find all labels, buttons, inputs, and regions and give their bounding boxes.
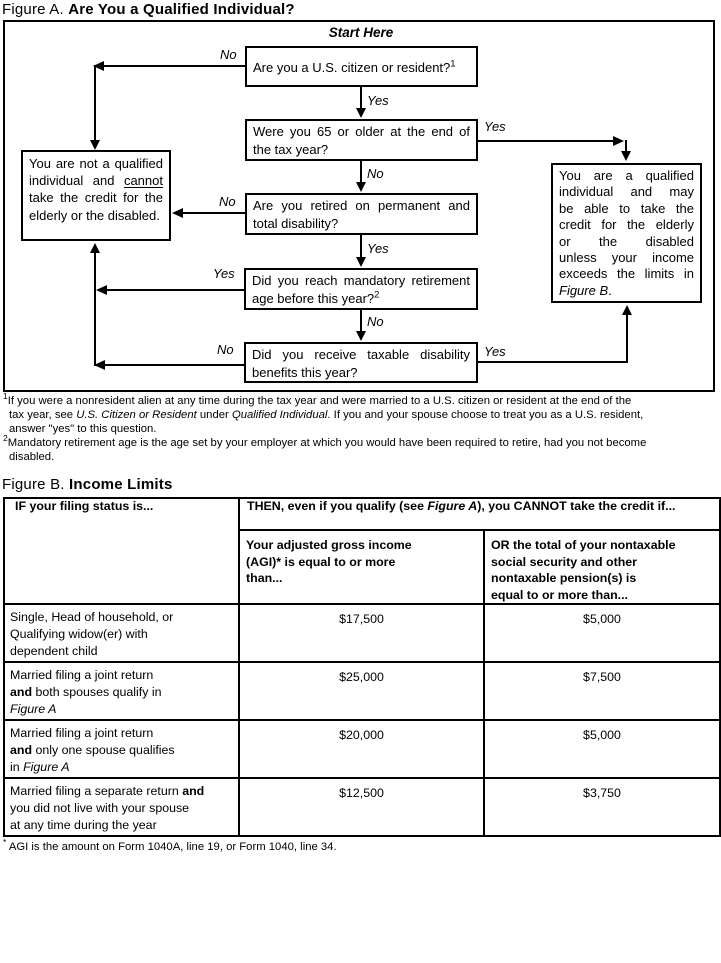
figure-a-title-prefix: Figure A.: [2, 1, 64, 18]
question-citizen-text: Are you a U.S. citizen or resident?: [253, 60, 451, 75]
not-qualified-text-1: You are not a qualified individual and: [29, 156, 163, 189]
arrow-no-age65: [356, 161, 366, 192]
branch-label-no-age65: No: [367, 166, 384, 181]
figure-b-title: Figure B. Income Limits: [2, 476, 173, 493]
branch-label-no-retired: No: [219, 194, 236, 209]
figure-a-footnote-2: 2Mandatory retirement age is the age set…: [3, 433, 647, 463]
agi-limit: $12,500: [238, 777, 485, 837]
qualified-text: You are a qualified individual and may b…: [559, 168, 694, 282]
footnote-ref-1: 1: [450, 58, 456, 70]
pension-limit: $3,750: [482, 777, 721, 837]
not-qualified-cannot: cannot: [123, 173, 163, 189]
arrow-no-taxable: [90, 243, 244, 370]
table-row: Married filing a joint return and both s…: [3, 661, 721, 721]
agi-limit: $25,000: [238, 661, 485, 721]
agi-limit: $20,000: [238, 719, 485, 779]
header-filing-status: IF your filing status is...: [3, 497, 240, 605]
pension-limit: $7,500: [482, 661, 721, 721]
figure-b-title-text: Income Limits: [69, 476, 173, 493]
qualified-figure-b-ref: Figure B.: [559, 282, 612, 298]
branch-label-yes-retired: Yes: [367, 241, 389, 256]
table-header-row-2: Your adjusted gross income (AGI)* is equ…: [4, 529, 721, 605]
arrow-no-citizen: [90, 61, 245, 150]
pension-limit: $5,000: [482, 719, 721, 779]
flow-connectors: [90, 61, 632, 370]
footnote-ref-2: 2: [374, 289, 380, 301]
table-row: Married filing a joint return and only o…: [3, 719, 721, 779]
start-here-label: Start Here: [328, 25, 394, 40]
arrow-yes-age65: [478, 136, 631, 161]
question-age65-text: Were you 65 or older at the end of the t…: [253, 124, 470, 157]
table-row: Married filing a separate return and you…: [3, 777, 721, 837]
agi-limit: $17,500: [238, 603, 485, 663]
arrow-yes-citizen: [356, 87, 366, 118]
not-qualified-text-2: take the credit for the elderly or the d…: [29, 190, 163, 223]
question-taxable-text: Did you receive taxable disability benef…: [252, 347, 470, 380]
table-row: Single, Head of household, or Qualifying…: [3, 603, 721, 663]
agi-footnote: * AGI is the amount on Form 1040A, line …: [3, 837, 337, 853]
question-box-age65: Were you 65 or older at the end of the t…: [245, 119, 478, 161]
branch-label-no-citizen: No: [220, 47, 237, 62]
branch-label-yes-mandatory: Yes: [213, 266, 235, 281]
header-agi: Your adjusted gross income (AGI)* is equ…: [238, 529, 485, 605]
branch-label-yes-age65: Yes: [484, 119, 506, 134]
income-limits-table: IF your filing status is... THEN, even i…: [3, 497, 721, 837]
filing-status-separate: Married filing a separate return and you…: [3, 777, 240, 837]
table-header-row-1: IF your filing status is... THEN, even i…: [3, 497, 721, 605]
question-box-citizen: Are you a U.S. citizen or resident?1: [245, 46, 478, 87]
question-mandatory-text: Did you reach mandatory retirement age b…: [252, 273, 470, 306]
figure-a-title: Figure A. Are You a Qualified Individual…: [2, 1, 295, 18]
figure-a-footnotes: 1If you were a nonresident alien at any …: [3, 391, 717, 464]
filing-status-single: Single, Head of household, or Qualifying…: [3, 603, 240, 663]
figure-a-title-text: Are You a Qualified Individual?: [68, 1, 295, 18]
arrow-yes-retired: [356, 235, 366, 267]
branch-label-no-taxable: No: [217, 342, 234, 357]
qualified-box: You are a qualified individual and may b…: [551, 163, 702, 303]
question-box-taxable: Did you receive taxable disability benef…: [244, 342, 478, 383]
not-qualified-box: You are not a qualified individual and c…: [21, 150, 171, 241]
header-then: THEN, even if you qualify (see Figure A)…: [237, 497, 721, 531]
question-box-mandatory: Did you reach mandatory retirement age b…: [244, 268, 478, 310]
header-nontaxable: OR the total of your nontaxable social s…: [482, 529, 721, 605]
figure-b-title-prefix: Figure B.: [2, 476, 65, 493]
arrow-yes-mandatory: [96, 285, 244, 295]
arrow-no-retired: [172, 208, 245, 218]
branch-label-yes-taxable: Yes: [484, 344, 506, 359]
branch-label-no-mandatory: No: [367, 314, 384, 329]
filing-status-joint-both: Married filing a joint return and both s…: [3, 661, 240, 721]
branch-label-yes-citizen: Yes: [367, 93, 389, 108]
figure-a-footnote-1: 1If you were a nonresident alien at any …: [3, 391, 644, 435]
arrow-no-mandatory: [356, 310, 366, 341]
filing-status-joint-one: Married filing a joint return and only o…: [3, 719, 240, 779]
pension-limit: $5,000: [482, 603, 721, 663]
question-box-retired: Are you retired on permanent and total d…: [245, 193, 478, 235]
question-retired-text: Are you retired on permanent and total d…: [253, 198, 470, 231]
arrow-yes-taxable: [478, 305, 632, 363]
